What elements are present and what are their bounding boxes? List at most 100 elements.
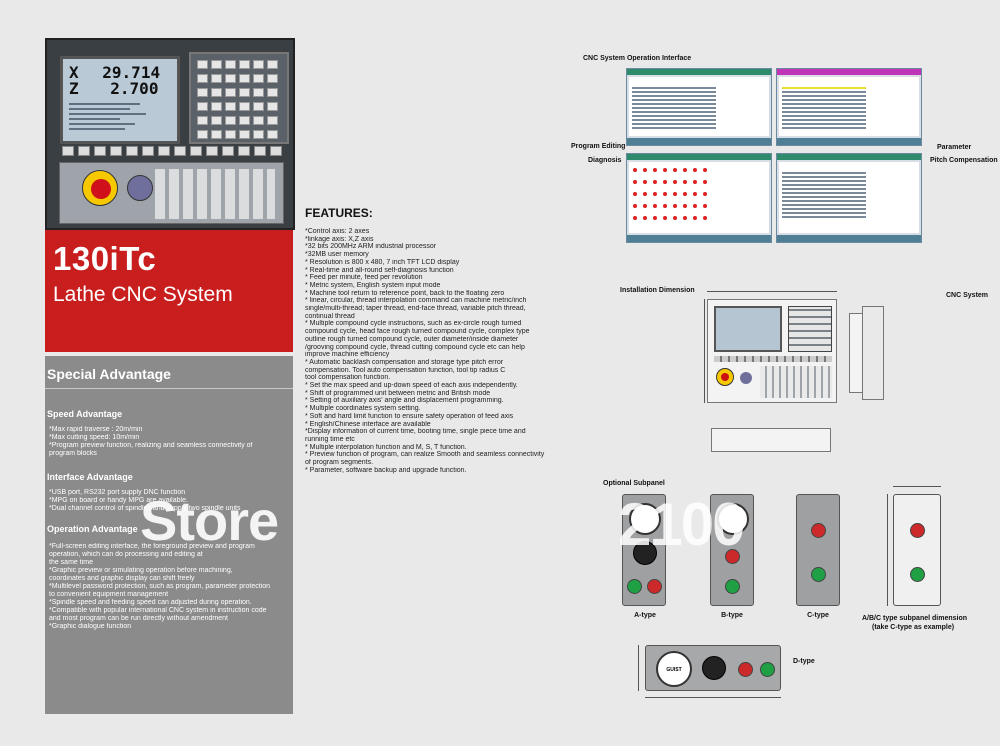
list-item: *Max rapid traverse : 20m/min bbox=[49, 426, 143, 433]
feed-override-knob bbox=[127, 175, 153, 201]
feature-item: *32 bits 200MHz ARM industrial processor bbox=[305, 243, 437, 251]
pitch-compensation-label: Pitch Compensation bbox=[930, 157, 998, 164]
feature-item: *Display information of current time, bo… bbox=[305, 428, 526, 436]
title-block: 130iTc Lathe CNC System bbox=[45, 230, 293, 352]
feature-item: outline rough turned compound cycle, out… bbox=[305, 335, 519, 343]
feature-item: tool compensation function. bbox=[305, 374, 391, 382]
feature-item: *Control axis: 2 axes bbox=[305, 228, 370, 235]
feature-item: * Preview function of program, can reali… bbox=[305, 451, 545, 459]
operation-interface-label: CNC System Operation Interface bbox=[583, 55, 692, 62]
features-title: FEATURES: bbox=[305, 206, 373, 220]
divider bbox=[45, 388, 293, 389]
list-item: *USB port, RS232 port supply DNC functio… bbox=[49, 489, 186, 496]
diagnosis-leds bbox=[633, 168, 707, 220]
operation-advantage-list: *Full-screen editing interface, the fore… bbox=[49, 543, 291, 631]
feature-item: single/multi-thread; taper thread, end-f… bbox=[305, 305, 526, 313]
list-item: the same time bbox=[49, 559, 93, 566]
parameter-label: Parameter bbox=[937, 144, 972, 151]
subpanel-a-type bbox=[622, 494, 666, 606]
model-name: 130iTc bbox=[53, 240, 157, 277]
screenshot-diagnosis bbox=[626, 153, 772, 243]
feature-item: * Real-time and all-round self-diagnosis… bbox=[305, 266, 454, 274]
c-type-caption: C-type bbox=[807, 612, 829, 619]
feature-item: continual thread bbox=[305, 312, 355, 320]
list-item: *Program preview function, realizing and… bbox=[49, 442, 253, 449]
screenshot-position bbox=[626, 68, 772, 146]
advantage-title: Special Advantage bbox=[47, 366, 171, 382]
list-item: coordinates and graphic display can shif… bbox=[49, 575, 195, 582]
list-item: *Max cutting speed: 10m/min bbox=[49, 434, 140, 441]
list-item: *Graphic preview or simulating operation… bbox=[49, 567, 233, 574]
cnc-panel-photo: X 29.714 Z 2.700 bbox=[45, 38, 295, 230]
z-axis-label: Z bbox=[69, 79, 79, 98]
screenshot-parameter bbox=[776, 68, 922, 146]
abc-dimension-caption: A/B/C type subpanel dimension bbox=[862, 615, 968, 622]
list-item: program blocks bbox=[49, 450, 97, 457]
feature-item: * Automatic backlash compensation and st… bbox=[305, 358, 504, 366]
feature-item: * Setting of auxiliary axis' angle and d… bbox=[305, 397, 504, 405]
product-subtitle: Lathe CNC System bbox=[53, 283, 233, 306]
operation-advantage-heading: Operation Advantage bbox=[47, 524, 138, 534]
store-watermark: Store bbox=[140, 489, 279, 552]
subpanel-b-type bbox=[710, 494, 754, 606]
list-item: and most program can be run directly wit… bbox=[49, 615, 228, 622]
feature-item: * Soft and hard limit function to ensure… bbox=[305, 412, 514, 420]
feature-item: * linear, circular, thread interpolation… bbox=[305, 297, 527, 305]
subpanel-dimension-drawing bbox=[893, 494, 941, 606]
abc-dimension-caption-2: (take C-type as example) bbox=[872, 624, 955, 631]
feature-item: * Multiple coordinates system setting. bbox=[305, 405, 421, 413]
feature-item: * Resolution is 800 x 480, 7 inch TFT LC… bbox=[305, 258, 460, 266]
interface-advantage-heading: Interface Advantage bbox=[47, 472, 133, 482]
list-item: *Dual channel control of spindles and su… bbox=[49, 505, 241, 512]
feature-item: of program segments. bbox=[305, 459, 374, 467]
installation-front-drawing bbox=[707, 299, 837, 403]
emergency-stop-button bbox=[82, 170, 118, 206]
speed-advantage-list: *Max rapid traverse : 20m/min *Max cutti… bbox=[49, 426, 291, 458]
b-type-caption: B-type bbox=[721, 612, 743, 619]
optional-subpanel-label: Optional Subpanel bbox=[603, 480, 665, 487]
subpanel-c-type bbox=[796, 494, 840, 606]
x-axis-value: 29.714 bbox=[102, 63, 161, 82]
a-type-caption: A-type bbox=[634, 612, 656, 619]
installation-dimension-label: Installation Dimension bbox=[620, 287, 695, 294]
cnc-system-label: CNC System bbox=[946, 292, 989, 299]
program-editing-label: Program Editing bbox=[571, 143, 626, 150]
feature-item: * Machine tool return to reference point… bbox=[305, 289, 505, 297]
keypad bbox=[189, 52, 289, 144]
lcd-screen: X 29.714 Z 2.700 bbox=[60, 56, 180, 144]
list-item: operation, which can do processing and e… bbox=[49, 551, 203, 558]
feature-item: * English/Chinese interface are availabl… bbox=[305, 420, 431, 428]
feature-item: running time etc bbox=[305, 435, 355, 443]
feature-item: *linkage axis: X,Z axis bbox=[305, 235, 374, 243]
function-keys bbox=[60, 146, 290, 158]
d-type-caption: D-type bbox=[793, 658, 815, 665]
feature-item: compensation. Tool auto compensation fun… bbox=[305, 366, 506, 374]
feature-item: * Shift of programmed unit between metri… bbox=[305, 389, 491, 397]
gallery-watermark: 2100 bbox=[618, 491, 745, 558]
interface-advantage-list: *USB port, RS232 port supply DNC functio… bbox=[49, 489, 291, 513]
feature-item: improve machine efficiency bbox=[305, 351, 390, 359]
speed-advantage-heading: Speed Advantage bbox=[47, 409, 123, 419]
feature-item: compound cycle, head face rough turned c… bbox=[305, 328, 530, 336]
diagnosis-label: Diagnosis bbox=[588, 157, 622, 164]
list-item: *Multilevel password protection, such as… bbox=[49, 583, 270, 590]
feature-item: *32MB user memory bbox=[305, 251, 369, 259]
list-item: *MPG on board or handy MPG are available… bbox=[49, 497, 188, 504]
feature-item: * Parameter, software backup and upgrade… bbox=[305, 466, 467, 474]
list-item: *Compatible with popular international C… bbox=[49, 607, 267, 614]
feature-item: * Multiple interpolation function and M,… bbox=[305, 443, 467, 451]
list-item: *Full-screen editing interface, the fore… bbox=[49, 543, 255, 550]
feature-item: /grooving compound cycle, thread cutting… bbox=[305, 343, 525, 351]
feature-item: * Metric system, English system input mo… bbox=[305, 281, 441, 289]
installation-bottom-drawing bbox=[711, 428, 831, 452]
x-axis-label: X bbox=[69, 63, 79, 82]
side-bracket bbox=[862, 306, 884, 400]
feature-item: * Set the max speed and up-down speed of… bbox=[305, 382, 518, 390]
handwheel-dial: GUIST bbox=[656, 651, 692, 687]
special-advantage-block: Special Advantage Speed Advantage *Max r… bbox=[45, 356, 293, 714]
list-item: to convenient equipment management bbox=[49, 591, 169, 598]
feature-item: * Multiple compound cycle instructions, … bbox=[305, 320, 522, 328]
z-axis-value: 2.700 bbox=[110, 79, 159, 98]
subpanel-d-type: GUIST bbox=[645, 645, 781, 691]
screenshot-pitch-compensation bbox=[776, 153, 922, 243]
